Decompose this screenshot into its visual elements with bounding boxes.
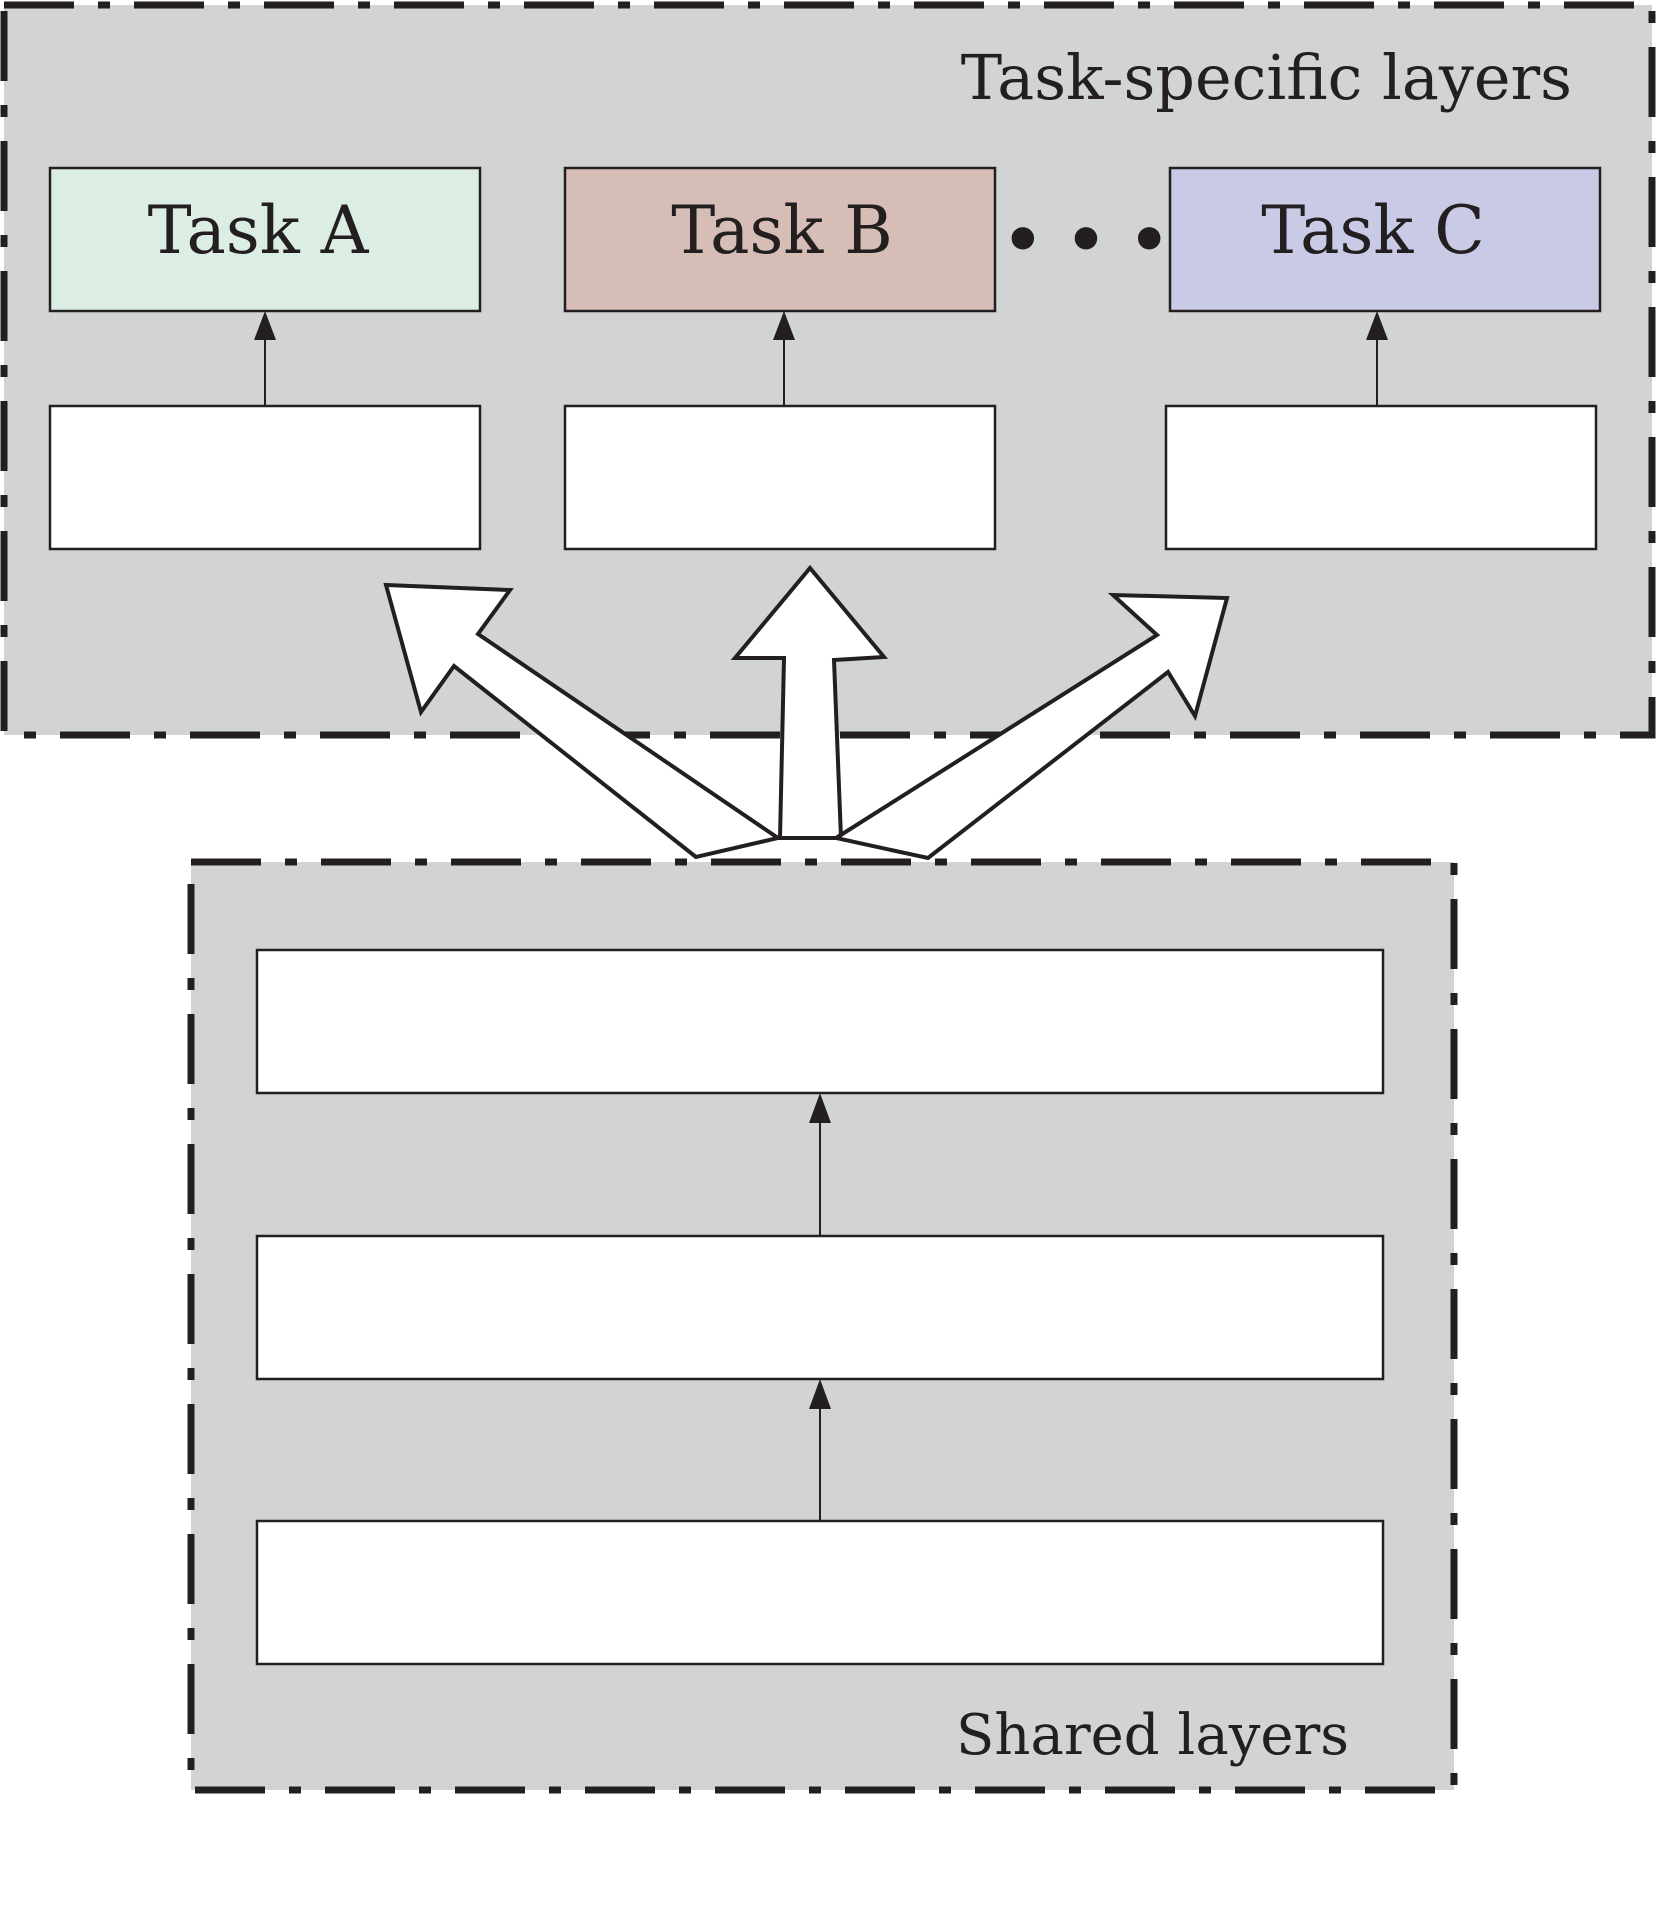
- shared-layer-1: [255, 1519, 1385, 1666]
- task-b-node: Task B: [563, 166, 997, 313]
- shared-layer-2: [255, 1234, 1385, 1381]
- arrow-shared-1-to-2: [809, 1379, 831, 1521]
- arrow-layer-to-task-b: [773, 311, 795, 406]
- task-c-layer: [1164, 404, 1598, 551]
- task-a-layer: [48, 404, 482, 551]
- task-b-box: [563, 166, 997, 313]
- task-specific-layers-group: Task-specific layers Task A Task B Task …: [0, 1, 1656, 739]
- arrow-head-icon: [1366, 311, 1388, 340]
- shared-layers-group: Shared layers: [187, 858, 1458, 1794]
- arrow-head-icon: [773, 311, 795, 340]
- branch-arrows: [383, 564, 1230, 861]
- arrow-head-icon: [254, 311, 276, 340]
- arrow-layer-to-task-a: [254, 311, 276, 406]
- task-b-label: Task B: [671, 192, 893, 269]
- task-a-label: Task A: [148, 192, 370, 269]
- task-a-node: Task A: [48, 166, 482, 313]
- task-specific-group-label: Task-specific layers: [961, 41, 1572, 114]
- branch-arrow-left: [383, 582, 783, 860]
- task-b-layer: [563, 404, 997, 551]
- ellipsis: • • •: [1002, 203, 1169, 278]
- branch-arrow-center: [730, 564, 889, 840]
- task-c-label: Task C: [1261, 192, 1485, 269]
- arrow-shared-2-to-3: [809, 1093, 831, 1236]
- arrow-layer-to-task-c: [1366, 311, 1388, 406]
- arrow-head-icon: [809, 1379, 831, 1409]
- shared-layer-3: [255, 948, 1385, 1095]
- arrow-head-icon: [809, 1093, 831, 1123]
- shared-group-label: Shared layers: [956, 1703, 1349, 1768]
- branch-arrow-right: [830, 592, 1230, 861]
- task-c-box: [1168, 166, 1602, 313]
- task-c-node: Task C: [1168, 166, 1602, 313]
